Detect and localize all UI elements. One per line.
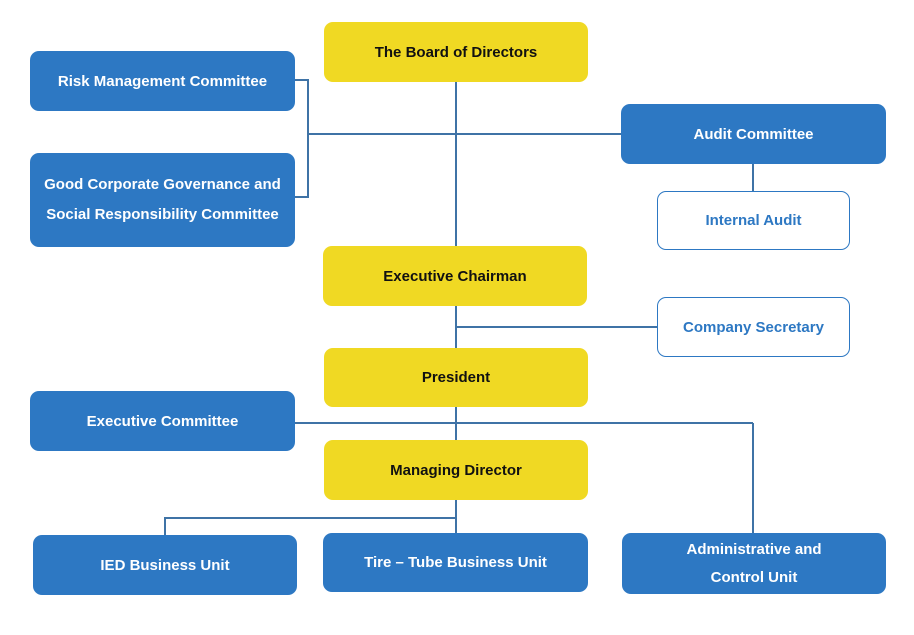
managing-director-label: Managing Director [390,461,522,479]
company-secretary-box: Company Secretary [657,297,850,357]
managing-director-box: Managing Director [324,440,588,500]
risk-management-committee-box: Risk Management Committee [30,51,295,111]
board-of-directors-label: The Board of Directors [374,43,538,61]
audit-committee-label: Audit Committee [693,125,814,143]
ied-business-unit-label: IED Business Unit [100,556,230,574]
ied-business-unit-box: IED Business Unit [33,535,297,595]
tire-tube-business-unit-box: Tire – Tube Business Unit [323,533,588,592]
governance-committee-box: Good Corporate Governance and Social Res… [30,153,295,247]
board-of-directors-box: The Board of Directors [324,22,588,82]
administrative-control-unit-label: Administrative and Control Unit [686,540,822,586]
president-label: President [421,369,491,386]
internal-audit-label: Internal Audit [705,212,802,229]
audit-committee-box: Audit Committee [621,104,886,164]
company-secretary-label: Company Secretary [683,318,824,336]
executive-chairman-label: Executive Chairman [383,267,527,285]
executive-committee-label: Executive Committee [86,412,239,430]
internal-audit-box: Internal Audit [657,191,850,250]
president-box: President [324,348,588,407]
executive-chairman-box: Executive Chairman [323,246,587,306]
risk-management-committee-label: Risk Management Committee [57,72,268,90]
tire-tube-business-unit-label: Tire – Tube Business Unit [364,554,547,571]
executive-committee-box: Executive Committee [30,391,295,451]
connector-left-committees [295,79,309,198]
connector-ied-unit [164,517,456,535]
governance-committee-label: Good Corporate Governance and Social Res… [44,176,281,223]
administrative-control-unit-box: Administrative and Control Unit [622,533,886,594]
